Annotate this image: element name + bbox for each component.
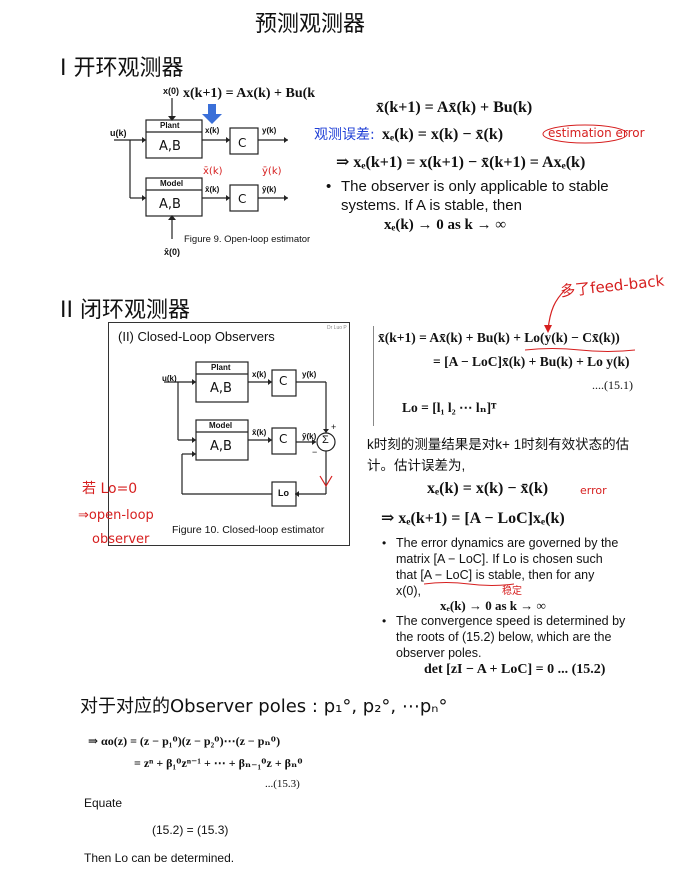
equate-eq: (15.2) = (15.3) (152, 823, 229, 837)
chinese-text-1: k时刻的测量结果是对k+ 1时刻有效状态的估 (367, 437, 630, 452)
cd-caption: Figure 10. Closed-loop estimator (172, 524, 325, 536)
od-xhat0: x̂(0) (164, 247, 181, 257)
cd-c2: C (279, 432, 288, 446)
state-equation: x(k+1) = Ax(k) + Bu(k (183, 86, 316, 101)
cd-model-ab: A,B (210, 439, 232, 454)
b1-l5: xₑ(k) → 0 as k → ∞ (440, 598, 546, 613)
eq-det: det [zI − A + LoC] = 0 ... (15.2) (424, 662, 606, 677)
od-red-x: x̄(k) (203, 166, 223, 177)
eq-alpha-1: ⇒ αo(z) = (z − p₁ᴼ)(z − p₂ᴼ)⋯(z − pₙᴼ) (88, 734, 281, 748)
side-note-3: observer (92, 532, 150, 547)
eq-a-underline (525, 348, 635, 352)
chinese-text-2: 计。估计误差为, (367, 458, 466, 473)
b1-l3: that [A − LoC] is stable, then for any (396, 568, 595, 582)
observer-poles-handwritten: 对于对应的Observer poles : p₁°, p₂°, ⋯pₙ° (80, 696, 448, 717)
section-1-heading: I 开环观测器 (60, 56, 184, 81)
od-ybar: ȳ(k) (262, 185, 277, 194)
od-xbar: x̄(k) (205, 185, 220, 194)
eq-b: = [A − LoC]x̄(k) + Bu(k) + Lo y(k) (433, 354, 630, 369)
cd-plant-ab: A,B (210, 381, 232, 396)
error-label: error (580, 484, 607, 497)
cd-lo: Lo (278, 488, 289, 498)
estimation-error-circle (542, 124, 628, 144)
cd-ybar: ȳ(k) (302, 432, 317, 441)
cd-minus: − (312, 447, 318, 457)
od-model-ab: A,B (159, 197, 181, 212)
od-model-title: Model (160, 179, 184, 188)
open-loop-diagram (114, 98, 288, 239)
eq2: xₑ(k) = x(k) − x̄(k) (382, 126, 504, 143)
panel-title: (II) Closed-Loop Observers (118, 329, 275, 344)
eq-lo: Lo = [l₁ l₂ ⋯ lₙ]ᵀ (402, 400, 497, 415)
cd-yk: y(k) (302, 370, 317, 379)
eq1: x̄(k+1) = Ax̄(k) + Bu(k) (376, 99, 533, 116)
od-c1: C (238, 136, 247, 150)
feedback-arrow (544, 289, 566, 333)
cd-plus: + (331, 422, 337, 432)
side-note-1: 若 Lo=0 (82, 481, 138, 497)
b1-l1: The error dynamics are governed by the (396, 536, 619, 550)
od-x0: x(0) (163, 86, 180, 96)
eq-err2: ⇒ xₑ(k+1) = [A − LoC]xₑ(k) (381, 510, 565, 527)
od-plant-ab: A,B (159, 139, 181, 154)
equate-label: Equate (84, 796, 123, 810)
b2-l2: the roots of (15.2) below, which are the (396, 630, 612, 644)
panel-corner: Dr Luo P (327, 325, 347, 331)
bullet-1-line-2: systems. If A is stable, then (341, 197, 522, 214)
bullet-3-dot: • (382, 614, 387, 628)
closed-loop-panel (108, 322, 350, 546)
bullet-1-line-1: The observer is only applicable to stabl… (341, 178, 609, 195)
eq-alpha-2: = zⁿ + β₁ᴼzⁿ⁻¹ + ⋯ + βₙ₋₁ᴼz + βₙᴼ (134, 756, 303, 770)
eq-bracket-line (373, 326, 374, 426)
od-plant-title: Plant (160, 121, 180, 130)
stable-note: 稳定 (502, 586, 522, 597)
cd-xbar: x̄(k) (252, 428, 267, 437)
then-line: Then Lo can be determined. (84, 851, 235, 865)
bullet-1-line-3: xₑ(k) → 0 as k → ∞ (384, 217, 507, 233)
page-title: 预测观测器 (255, 12, 366, 37)
side-note-2: ⇒open-loop (78, 508, 154, 523)
od-xk: x(k) (205, 126, 220, 135)
cd-xk: x(k) (252, 370, 267, 379)
cd-u: u(k) (162, 374, 177, 383)
cd-plant-title: Plant (211, 363, 231, 372)
bullet-1-dot: • (326, 178, 332, 195)
b2-l1: The convergence speed is determined by (396, 614, 626, 628)
eq-a: x̄(k+1) = Ax̄(k) + Bu(k) + Lo(y(k) − Cx̄… (378, 330, 620, 345)
bullet-2-dot: • (382, 536, 387, 550)
b2-l3: observer poles. (396, 646, 482, 660)
od-c2: C (238, 192, 247, 206)
od-red-y: ȳ(k) (262, 166, 282, 177)
od-u: u(k) (110, 128, 127, 138)
stable-underline (424, 582, 514, 586)
cd-c1: C (279, 374, 288, 388)
section-2-heading: II 闭环观测器 (60, 298, 190, 323)
b1-l2: matrix [A − LoC]. If Lo is chosen such (396, 552, 603, 566)
closed-loop-diagram (164, 361, 336, 507)
eq-err: xₑ(k) = x(k) − x̄(k) (427, 480, 549, 497)
eq3: ⇒ xₑ(k+1) = x(k+1) − x̄(k+1) = Axₑ(k) (336, 154, 586, 171)
obs-error-label: 观测误差: (314, 127, 375, 143)
od-caption: Figure 9. Open-loop estimator (184, 234, 311, 245)
cd-model-title: Model (209, 421, 233, 430)
od-yk: y(k) (262, 126, 277, 135)
b1-l4: x(0), (396, 584, 421, 598)
eq-num-151: ....(15.1) (592, 378, 633, 392)
eq-num-153: ...(15.3) (265, 778, 300, 790)
cd-sigma: Σ (322, 434, 329, 446)
